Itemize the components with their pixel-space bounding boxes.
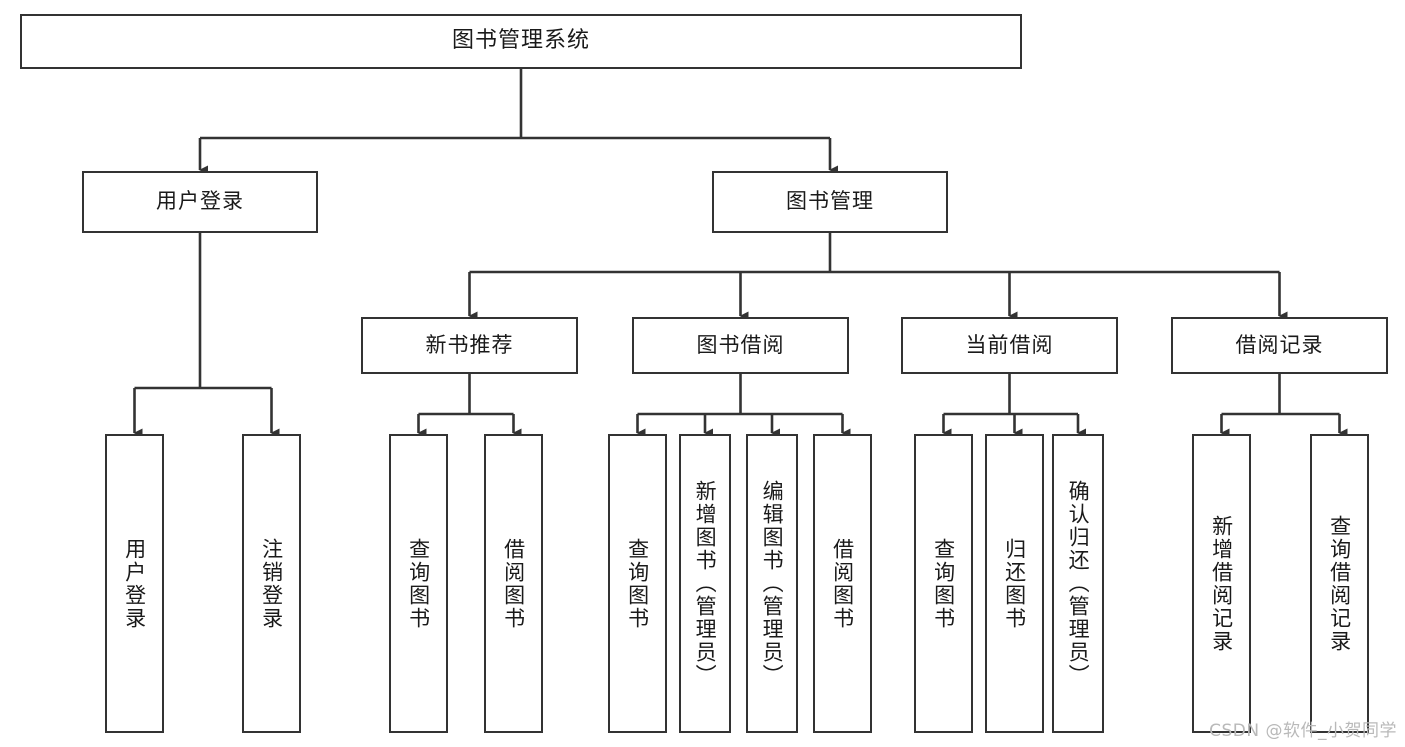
node-leaf-user-logout[interactable]: 注销登录 [242, 434, 301, 733]
node-book-manage[interactable]: 图书管理 [712, 171, 948, 233]
node-label: 查询图书 [406, 537, 431, 630]
watermark: CSDN @软件_小贺同学 [1209, 721, 1397, 741]
node-leaf-query-record[interactable]: 查询借阅记录 [1310, 434, 1369, 733]
node-borrow-record[interactable]: 借阅记录 [1171, 317, 1388, 374]
node-label: 确认归还（管理员） [1066, 480, 1091, 687]
node-leaf-query-book-2[interactable]: 查询图书 [608, 434, 667, 733]
node-label: 用户登录 [122, 537, 147, 630]
node-label: 查询借阅记录 [1327, 514, 1352, 653]
node-leaf-edit-book[interactable]: 编辑图书（管理员） [746, 434, 798, 733]
node-label: 新增借阅记录 [1209, 514, 1234, 653]
node-leaf-borrow-book-2[interactable]: 借阅图书 [813, 434, 872, 733]
node-label: 图书借阅 [696, 332, 785, 357]
node-label: 新书推荐 [425, 332, 514, 357]
node-label: 用户登录 [156, 189, 244, 214]
node-label: 编辑图书（管理员） [760, 480, 785, 687]
node-root-label: 图书管理系统 [451, 28, 590, 54]
node-root[interactable]: 图书管理系统 [20, 14, 1022, 69]
node-label: 借阅图书 [501, 537, 526, 630]
node-leaf-confirm-return[interactable]: 确认归还（管理员） [1052, 434, 1104, 733]
node-leaf-query-book-1[interactable]: 查询图书 [389, 434, 448, 733]
node-label: 借阅记录 [1235, 332, 1324, 357]
node-label: 借阅图书 [830, 537, 855, 630]
node-label: 新增图书（管理员） [693, 480, 718, 687]
node-label: 图书管理 [786, 189, 874, 214]
node-label: 当前借阅 [965, 332, 1054, 357]
node-leaf-borrow-book-1[interactable]: 借阅图书 [484, 434, 543, 733]
node-leaf-return-book[interactable]: 归还图书 [985, 434, 1044, 733]
node-label: 归还图书 [1002, 537, 1027, 630]
node-leaf-query-book-3[interactable]: 查询图书 [914, 434, 973, 733]
node-current-borrow[interactable]: 当前借阅 [901, 317, 1118, 374]
node-label: 查询图书 [625, 537, 650, 630]
node-leaf-add-book[interactable]: 新增图书（管理员） [679, 434, 731, 733]
node-book-borrow[interactable]: 图书借阅 [632, 317, 849, 374]
node-leaf-user-login[interactable]: 用户登录 [105, 434, 164, 733]
node-label: 注销登录 [259, 537, 284, 630]
node-leaf-add-record[interactable]: 新增借阅记录 [1192, 434, 1251, 733]
node-new-book-rec[interactable]: 新书推荐 [361, 317, 578, 374]
node-label: 查询图书 [931, 537, 956, 630]
node-user-login[interactable]: 用户登录 [82, 171, 318, 233]
